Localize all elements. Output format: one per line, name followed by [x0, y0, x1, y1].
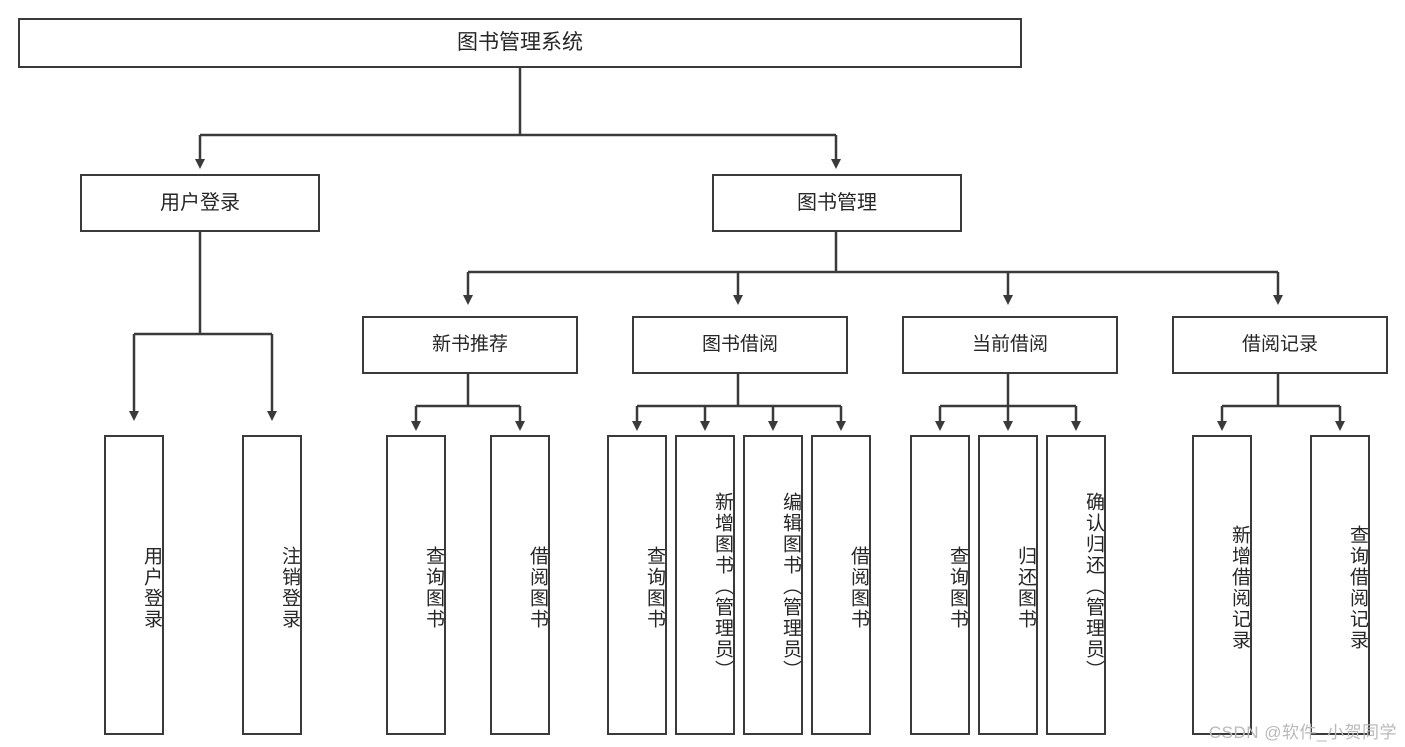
- leaf-book-borrow-add-book-admin[interactable]: 新增图书（管理员）: [675, 435, 735, 735]
- node-label: 查询图书: [423, 546, 444, 630]
- node-label: 借阅记录: [1241, 334, 1318, 356]
- node-borrow-record[interactable]: 借阅记录: [1172, 316, 1388, 374]
- leaf-new-book-borrow-book[interactable]: 借阅图书: [490, 435, 550, 735]
- node-book-management[interactable]: 图书管理: [712, 174, 962, 232]
- node-label: 新书推荐: [431, 334, 508, 356]
- node-label: 注销登录: [279, 546, 300, 630]
- leaf-user-login-login[interactable]: 用户登录: [104, 435, 164, 735]
- node-label: 图书管理系统: [457, 31, 583, 55]
- node-label: 用户登录: [160, 191, 240, 214]
- node-label: 图书借阅: [701, 334, 778, 356]
- leaf-user-login-logout[interactable]: 注销登录: [242, 435, 302, 735]
- node-label: 借阅图书: [848, 546, 869, 630]
- leaf-borrow-record-add-record[interactable]: 新增借阅记录: [1192, 435, 1252, 735]
- leaf-book-borrow-edit-book-admin[interactable]: 编辑图书（管理员）: [743, 435, 803, 735]
- node-label: 借阅图书: [527, 546, 548, 630]
- node-book-borrow[interactable]: 图书借阅: [632, 316, 848, 374]
- node-label: 确认归还（管理员）: [1083, 491, 1104, 681]
- node-label: 查询借阅记录: [1347, 525, 1368, 651]
- node-label: 编辑图书（管理员）: [780, 491, 801, 681]
- node-label: 新增借阅记录: [1229, 525, 1250, 651]
- node-label: 新增图书（管理员）: [712, 491, 733, 681]
- watermark-text: CSDN @软件_小贺同学: [1208, 723, 1397, 742]
- leaf-book-borrow-query-book[interactable]: 查询图书: [607, 435, 667, 735]
- node-label: 当前借阅: [971, 334, 1048, 356]
- leaf-borrow-record-query-record[interactable]: 查询借阅记录: [1310, 435, 1370, 735]
- node-current-borrow[interactable]: 当前借阅: [902, 316, 1118, 374]
- node-label: 归还图书: [1015, 546, 1036, 630]
- node-user-login[interactable]: 用户登录: [80, 174, 320, 232]
- node-label: 图书管理: [797, 191, 877, 214]
- node-label: 查询图书: [947, 546, 968, 630]
- leaf-book-borrow-borrow-book[interactable]: 借阅图书: [811, 435, 871, 735]
- leaf-new-book-query-book[interactable]: 查询图书: [386, 435, 446, 735]
- node-label: 用户登录: [141, 546, 162, 630]
- leaf-current-borrow-confirm-return-admin[interactable]: 确认归还（管理员）: [1046, 435, 1106, 735]
- node-root-book-management-system[interactable]: 图书管理系统: [18, 18, 1022, 68]
- node-label: 查询图书: [644, 546, 665, 630]
- node-new-book-recommend[interactable]: 新书推荐: [362, 316, 578, 374]
- leaf-current-borrow-return-book[interactable]: 归还图书: [978, 435, 1038, 735]
- leaf-current-borrow-query-book[interactable]: 查询图书: [910, 435, 970, 735]
